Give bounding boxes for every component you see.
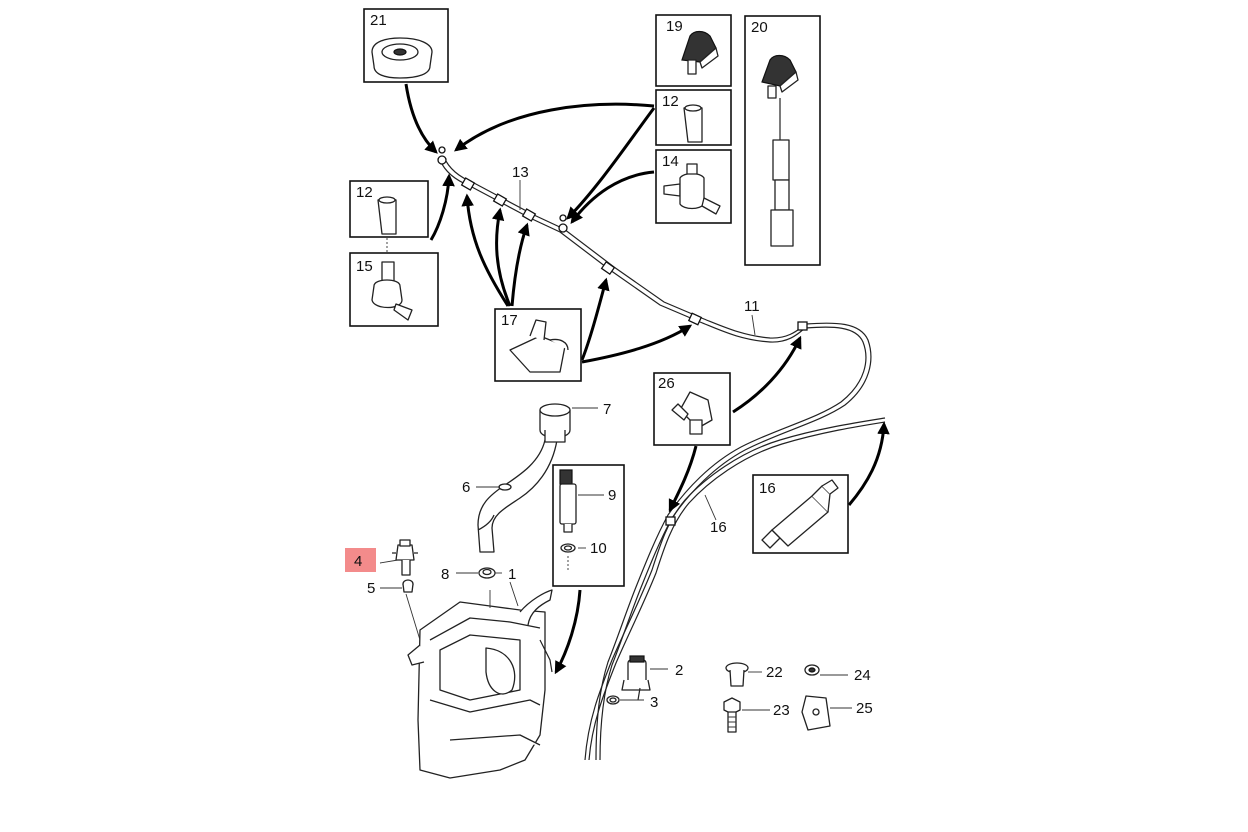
callout-26: 26 (658, 375, 675, 392)
box-14 (655, 149, 732, 224)
reference-arrows (404, 83, 890, 675)
box-19 (655, 14, 732, 87)
box-17 (494, 308, 582, 382)
callout-12-top: 12 (662, 93, 679, 110)
callout-19: 19 (666, 18, 683, 35)
callout-13: 13 (512, 164, 529, 181)
callout-15: 15 (356, 258, 373, 275)
callout-22: 22 (766, 664, 783, 681)
box-15 (349, 252, 439, 327)
callout-labels: 1 2 3 4 5 6 7 8 9 10 11 12 12 13 14 15 1… (345, 12, 873, 719)
box-26 (653, 372, 731, 446)
washer-hose-lines (437, 146, 886, 761)
callout-10: 10 (590, 540, 607, 557)
callout-2: 2 (675, 662, 683, 679)
callout-12-left: 12 (356, 184, 373, 201)
callout-4: 4 (354, 553, 362, 570)
box-9-10 (552, 464, 625, 587)
washer-pump (621, 655, 651, 701)
callout-24: 24 (854, 667, 871, 684)
box-20 (744, 15, 821, 266)
pump-grommet (606, 695, 620, 705)
callout-20: 20 (751, 19, 768, 36)
speed-nut (801, 695, 831, 731)
callout-21: 21 (370, 12, 387, 29)
flange-bolt (723, 697, 741, 733)
callout-9: 9 (608, 487, 616, 504)
push-clip (725, 662, 749, 687)
callout-14: 14 (662, 153, 679, 170)
box-16 (752, 474, 849, 554)
washer-reservoir-tank (407, 589, 553, 779)
seal-ring (478, 567, 496, 579)
callout-3: 3 (650, 694, 658, 711)
filler-cap (539, 403, 571, 443)
callout-7: 7 (603, 401, 611, 418)
callout-16-label: 16 (710, 519, 727, 536)
callout-25: 25 (856, 700, 873, 717)
box-12-left (349, 180, 429, 255)
callout-11: 11 (744, 298, 760, 315)
callout-5: 5 (367, 580, 375, 597)
callout-4-highlight (345, 548, 376, 572)
callout-6: 6 (462, 479, 470, 496)
callout-23: 23 (773, 702, 790, 719)
callout-17: 17 (501, 312, 518, 329)
washer-ring (804, 664, 820, 676)
box-21 (363, 8, 449, 83)
callout-8: 8 (441, 566, 449, 583)
filler-neck-hose (477, 439, 558, 553)
leader-lines (379, 180, 852, 711)
callout-1: 1 (508, 566, 516, 583)
callout-16-box: 16 (759, 480, 776, 497)
level-sensor (392, 539, 418, 576)
box-12-top (655, 89, 732, 146)
sensor-grommet (402, 579, 414, 593)
